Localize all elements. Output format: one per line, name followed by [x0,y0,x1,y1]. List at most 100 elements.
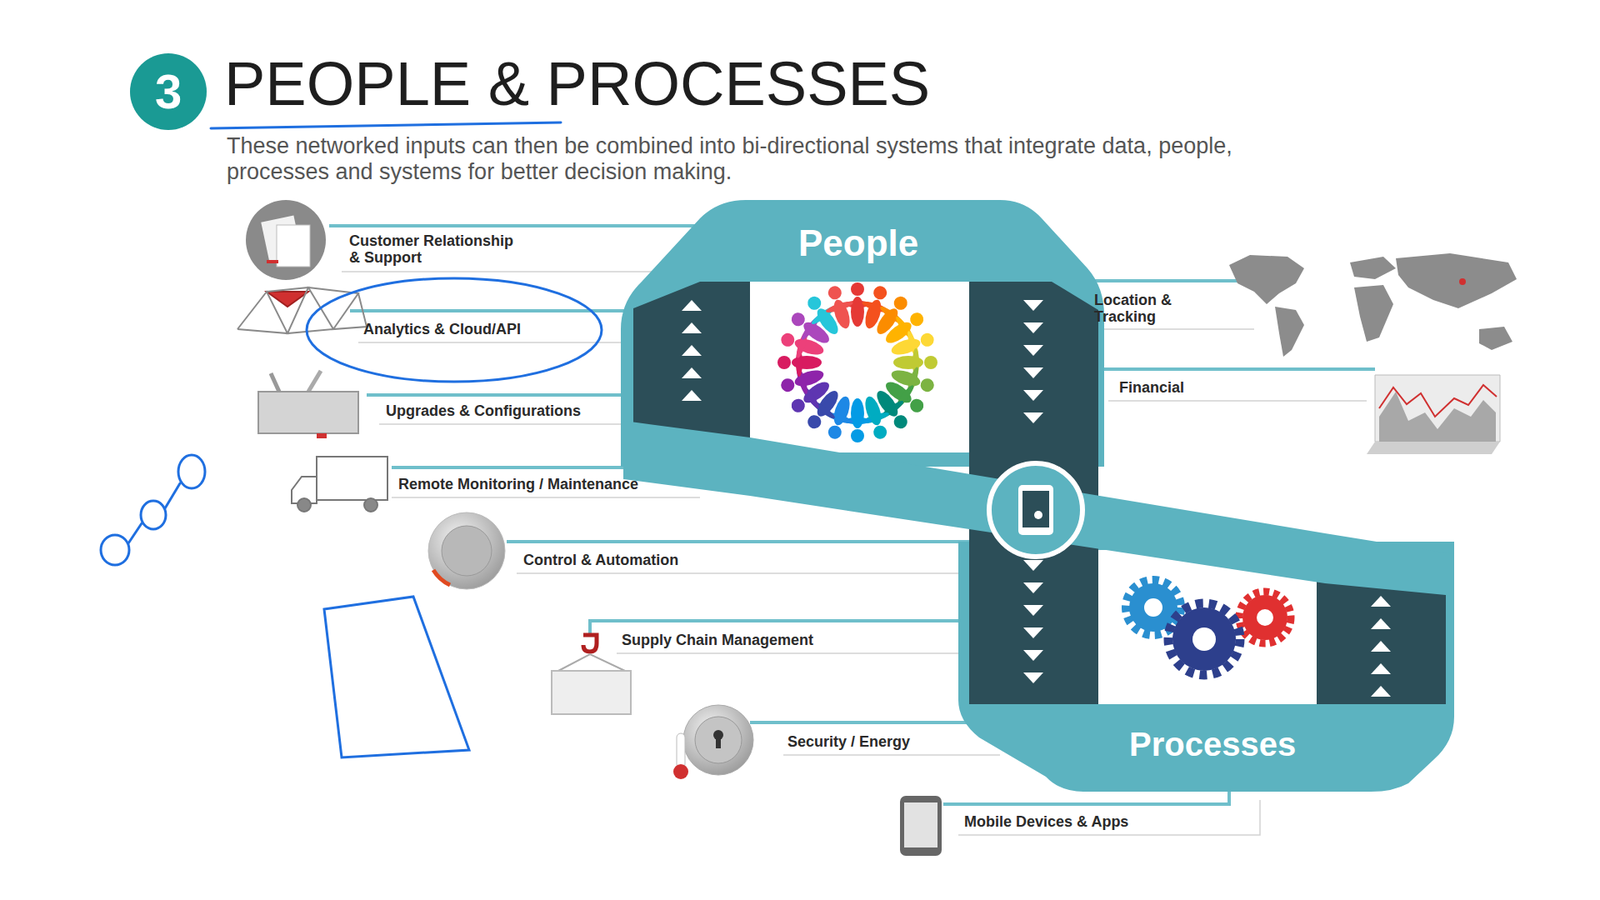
band-title: People [798,222,919,265]
arrow-down [1023,345,1044,356]
arrow-up [1370,595,1391,607]
tool [270,373,280,392]
arrow-up [1370,640,1391,652]
arrow-down [1023,672,1044,684]
arrow-up [1370,663,1391,675]
document [276,225,310,267]
item-label: Upgrades & Configurations [385,402,581,420]
arrow-down [1023,582,1044,594]
label-holder: Supply Chain Management [621,631,814,649]
annotation-box [324,596,470,758]
accent [266,260,279,264]
item-label: Control & Automation [523,551,679,569]
arrow-down [1023,560,1044,571]
callout-number: 3 [155,65,182,119]
band-title: Processes [1129,725,1296,764]
annotation-link [165,483,180,509]
people-panel [750,281,970,453]
arrow-down [1023,367,1044,379]
label-holder: Remote Monitoring / Maintenance [398,475,639,493]
item-label: Mobile Devices & Apps [964,813,1129,830]
underline [616,652,971,655]
cross-band [623,420,1455,596]
annotation-circle [140,500,166,530]
security-icon [673,705,754,780]
underline [379,423,634,425]
knob-arc [433,570,450,585]
annotations [100,122,602,758]
label-holder: Financial [1119,379,1185,396]
thermometer [676,733,685,769]
gears [1125,580,1291,675]
label-holder: Customer Relationship & Support [349,232,521,266]
arrow-down [1023,627,1044,639]
annotation-circle [178,455,205,489]
chart-line [1379,385,1497,417]
underline [783,754,1000,756]
arrow-down [1023,390,1044,401]
caption-holder: These networked inputs can then be combi… [226,133,1335,185]
underline [391,496,700,499]
toolbox [258,391,359,434]
underline [958,800,1260,835]
phone-screen [904,802,938,848]
arrow-down [1023,605,1044,616]
arrow-up [681,322,702,334]
arrow-down [1023,322,1044,334]
supply-icon [551,635,631,715]
tablet-icon [1018,485,1054,535]
arrow-down [1023,650,1044,661]
crate [551,670,631,715]
toolbox-icon [258,370,359,439]
item-label: Financial [1119,379,1185,396]
underline [1108,400,1367,402]
label-holder: Location & Tracking [1094,291,1195,325]
world-map [1229,253,1517,357]
continent [1354,285,1394,342]
leader-line [1091,367,1375,371]
thermometer-bulb [673,764,689,780]
truck-icon [291,456,388,512]
wheel [364,498,378,512]
accent [316,433,327,439]
sling [558,654,625,671]
gear [1242,595,1288,640]
slide-title: PEOPLE & PROCESSES [224,48,930,120]
knob [428,512,505,590]
gear-hole [1144,598,1163,617]
gear-hole [1192,627,1216,651]
leader-line [506,540,975,544]
arrow-up [681,345,702,356]
chart-area [1379,391,1496,442]
annotation-underline [210,122,561,129]
tablet-touch [1034,510,1043,520]
phone-body [900,795,942,856]
tablet-screen [1022,490,1050,528]
arrow-up [1370,685,1391,697]
arrow-down [1023,300,1044,311]
phone-icon [900,795,942,856]
lock-dial [683,705,754,775]
knob-icon [428,512,505,590]
continent [1350,256,1396,280]
location-dot [1459,278,1466,285]
arrow-up [681,390,702,401]
annotation-link [128,523,142,544]
crm-icon [245,200,326,280]
tablet-badge [989,463,1083,557]
underline [358,341,634,344]
underline [1087,328,1255,330]
annotation-ellipse [306,278,602,382]
cargo [316,456,388,500]
slide-caption: These networked inputs can then be combi… [226,133,1335,185]
continent [1395,253,1517,309]
label-holder: 3 [155,65,182,119]
lock-face [695,716,742,764]
knob-dial [441,525,492,576]
item-label: Remote Monitoring / Maintenance [398,475,639,493]
item-label: Security / Energy [787,733,910,750]
arrow-up [1370,618,1391,630]
chart-wall [1375,375,1500,442]
underline [516,572,971,575]
